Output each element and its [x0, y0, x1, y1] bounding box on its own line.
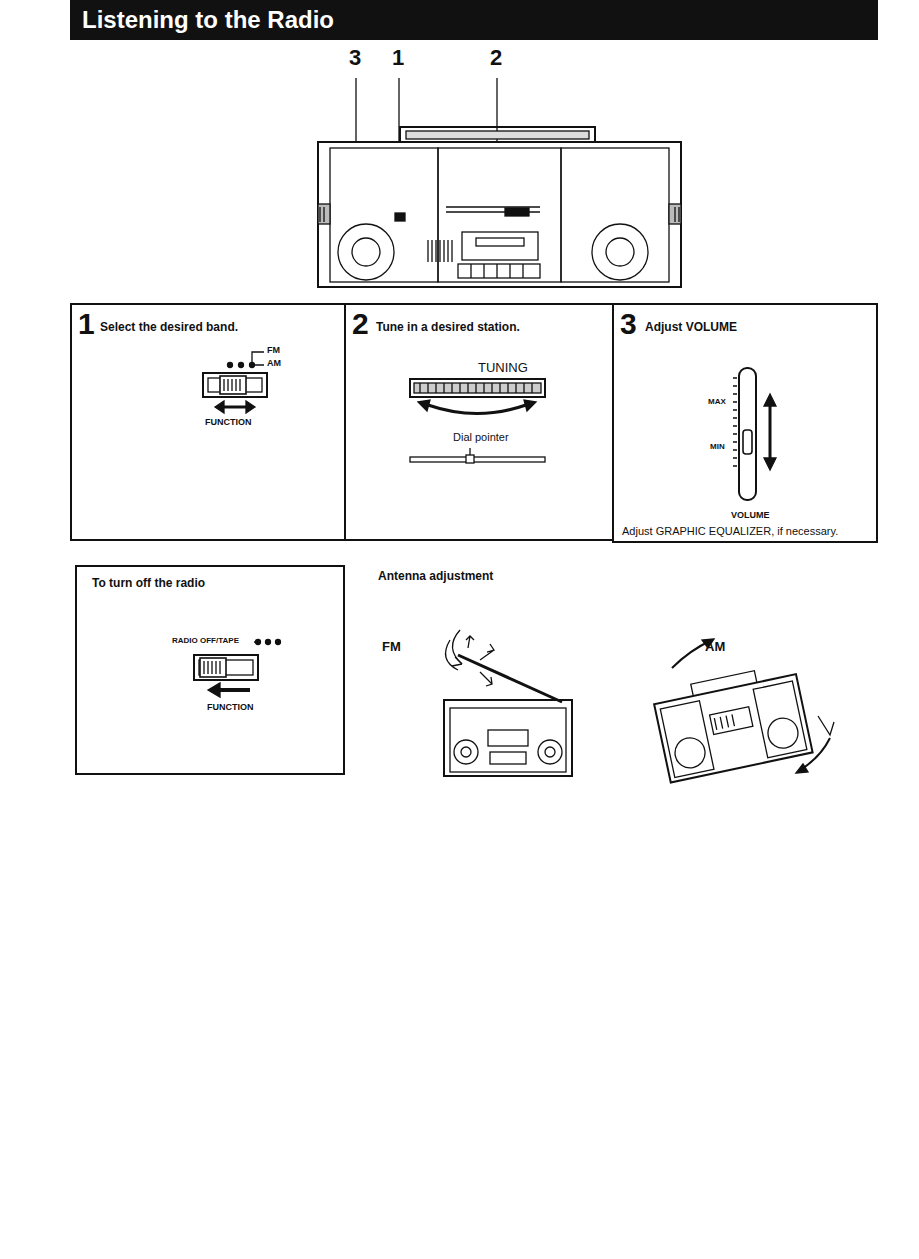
function-switch: [194, 640, 281, 698]
step-panel: 2 Tune in a desired station.: [344, 303, 614, 541]
step-heading: Tune in a desired station.: [376, 321, 520, 334]
callout-number: 3: [349, 46, 361, 70]
control-name: TUNING: [478, 361, 528, 375]
note-text: Adjust GRAPHIC EQUALIZER, if necessary.: [622, 525, 838, 537]
step-number: 2: [352, 307, 369, 340]
band-label: FM: [267, 346, 280, 356]
page-title: Listening to the Radio: [82, 7, 334, 33]
note-box: To turn off the radio: [75, 565, 345, 775]
step-panel: 3 Adjust VOLUME Adjust GRAPHIC EQUALIZER, …: [612, 303, 878, 543]
step-number: 1: [78, 307, 95, 340]
control-name: FUNCTION: [205, 418, 252, 428]
scale-label: MIN: [710, 443, 725, 452]
scale-label: MAX: [708, 398, 726, 407]
band-label: FM: [382, 640, 401, 654]
step-number: 3: [620, 307, 637, 340]
title-bar: Listening to the Radio: [70, 0, 878, 40]
fm-antenna-figure: [444, 630, 572, 776]
box-heading: To turn off the radio: [92, 577, 205, 590]
function-switch: [203, 352, 267, 413]
tuning-dial: [410, 379, 545, 463]
callout-number: 1: [392, 46, 404, 70]
step-heading: Adjust VOLUME: [645, 321, 737, 334]
control-name: VOLUME: [731, 511, 770, 521]
volume-slider: [733, 368, 776, 500]
section-heading: Antenna adjustment: [378, 570, 493, 583]
boombox: [318, 127, 681, 287]
band-label: AM: [705, 640, 725, 654]
control-name: FUNCTION: [207, 703, 254, 713]
band-label: AM: [267, 359, 281, 369]
callout-number: 2: [490, 46, 502, 70]
part-name: Dial pointer: [453, 431, 509, 443]
am-rotate-figure: [652, 639, 834, 783]
step-heading: Select the desired band.: [100, 321, 238, 334]
position-label: RADIO OFF/TAPE: [172, 637, 239, 646]
